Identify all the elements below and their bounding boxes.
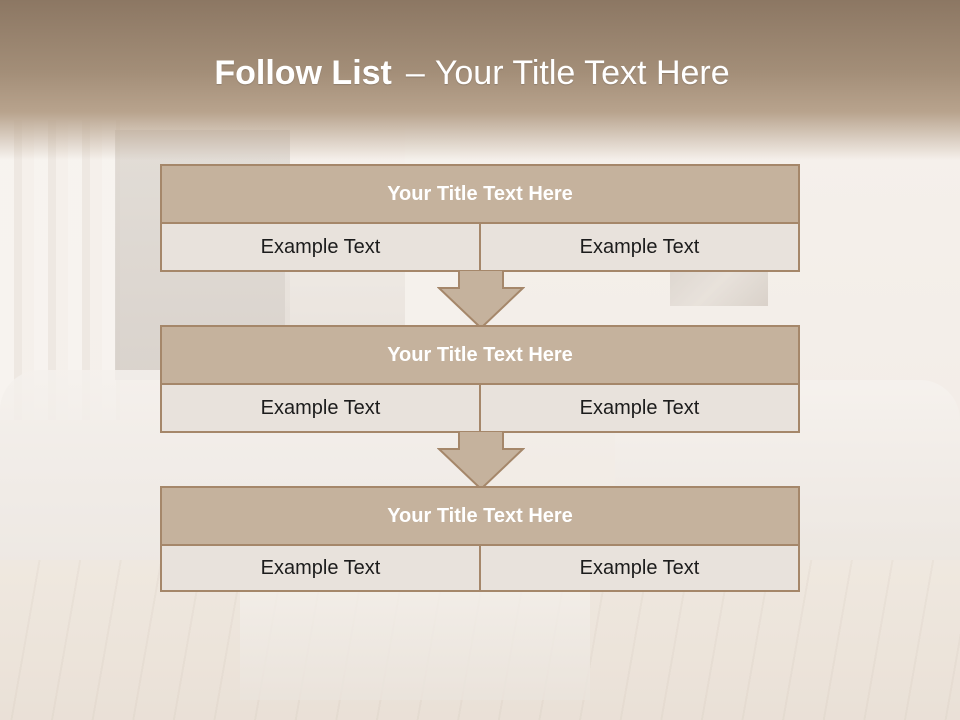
flow-block-right-text: Example Text (479, 546, 798, 590)
flow-block-left-text: Example Text (260, 556, 381, 579)
coffee-table (240, 590, 590, 700)
flow-block-title: Your Title Text Here (162, 327, 798, 385)
flow-block-left-text: Example Text (260, 396, 381, 419)
down-arrow-icon (437, 270, 525, 330)
flow-block-2: Your Title Text Here Example Text Exampl… (160, 325, 800, 433)
flow-block-row: Example Text Example Text (162, 224, 798, 270)
flow-block-right-text: Example Text (479, 224, 798, 270)
flow-block-row: Example Text Example Text (162, 546, 798, 590)
header-band (0, 0, 960, 160)
down-arrow-icon (437, 431, 525, 491)
slide-title-rest: Your Title Text Here (434, 54, 730, 92)
flow-block-row: Example Text Example Text (162, 385, 798, 431)
flow-block-title: Your Title Text Here (162, 488, 798, 546)
slide-title-bold: Follow List (214, 54, 392, 92)
flow-block-left-text: Example Text (260, 235, 381, 258)
flow-block-3: Your Title Text Here Example Text Exampl… (160, 486, 800, 592)
flow-block-right-text: Example Text (479, 385, 798, 431)
flow-block-1: Your Title Text Here Example Text Exampl… (160, 164, 800, 272)
slide-title: Follow List–Your Title Text Here (0, 54, 944, 93)
slide-title-separator: – (405, 54, 425, 92)
flow-block-title: Your Title Text Here (162, 166, 798, 224)
